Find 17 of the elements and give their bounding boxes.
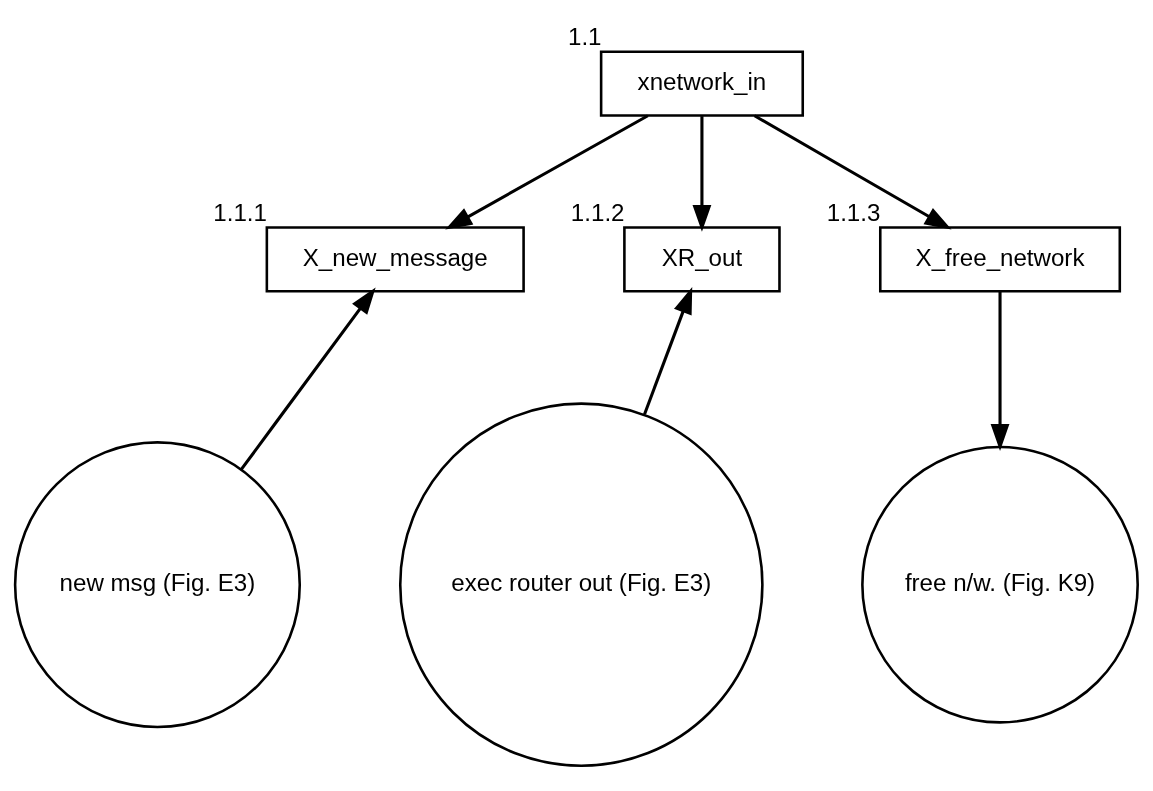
- node-label: 1.1.3: [826, 198, 881, 226]
- arrow: [990, 290, 1010, 451]
- arrow: [240, 287, 376, 470]
- arrow: [643, 286, 693, 415]
- node-circle: new msg (Fig. E3): [13, 440, 302, 728]
- arrow: [753, 113, 952, 230]
- node-box: XR_out: [623, 225, 781, 293]
- node-box: xnetwork_in: [599, 49, 805, 117]
- node-circle: free n/w. (Fig. K9): [861, 445, 1139, 724]
- node-label: 1.1: [568, 22, 602, 50]
- node-box: X_free_network: [879, 225, 1122, 293]
- node-label: 1.1.2: [570, 198, 625, 226]
- node-circle: exec router out (Fig. E3): [398, 401, 764, 767]
- arrow: [445, 113, 649, 230]
- node-label: 1.1.1: [213, 198, 267, 226]
- arrow: [692, 115, 712, 232]
- node-box: X_new_message: [265, 225, 525, 293]
